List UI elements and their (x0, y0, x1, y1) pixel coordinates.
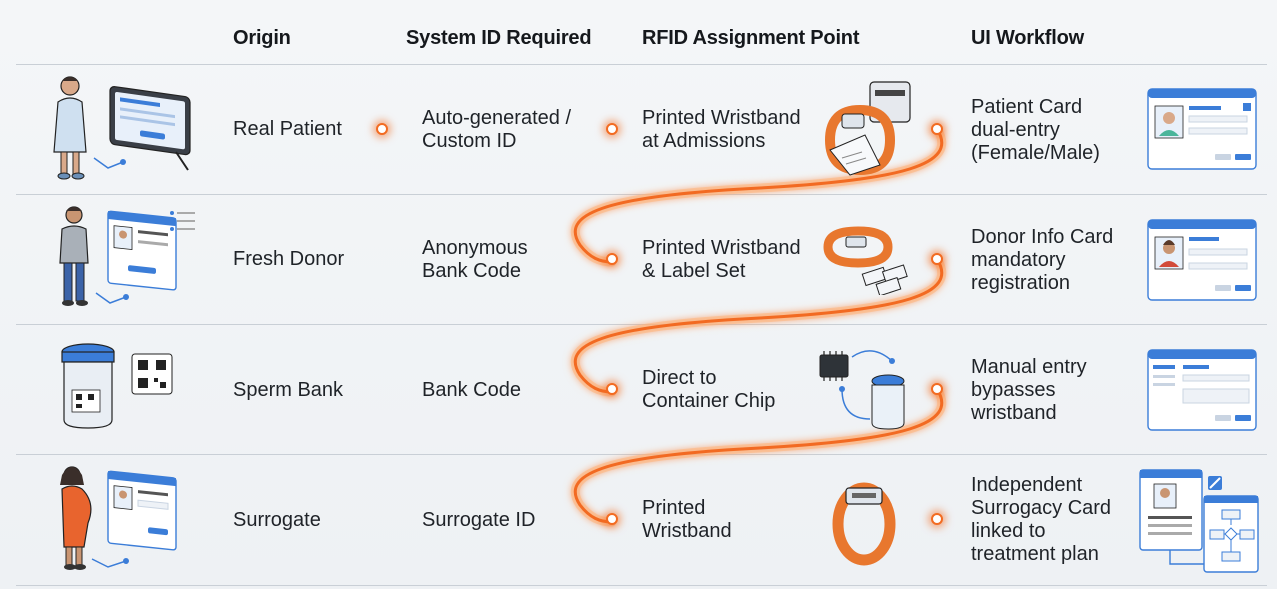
patient-with-tablet-icon (53, 76, 191, 180)
flow-dot (606, 253, 618, 265)
flow-dot (931, 123, 943, 135)
flow-dot (931, 513, 943, 525)
rfid-surrogate: Printed Wristband (642, 497, 732, 543)
ui-line: treatment plan (971, 543, 1099, 565)
origin-surrogate: Surrogate (233, 509, 321, 531)
header-rfid: RFID Assignment Point (642, 27, 860, 49)
flow-dot (606, 123, 618, 135)
rfid-sperm-bank: Direct to Container Chip (642, 367, 775, 413)
flow-dot (606, 513, 618, 525)
system-id-line: Bank Code (422, 379, 521, 401)
ui-line: Patient Card (971, 96, 1083, 118)
surrogate-with-screen-icon (60, 466, 177, 570)
flow-dot (931, 383, 943, 395)
wristband-label-set-icon (823, 226, 908, 295)
ui-real-patient: Patient Card dual-entry (Female/Male) (971, 96, 1100, 165)
flow-dot (606, 383, 618, 395)
wristband-icon (832, 482, 896, 566)
ui-line: dual-entry (971, 119, 1060, 141)
rfid-line: at Admissions (642, 130, 766, 152)
rfid-chip-container-icon (819, 350, 905, 430)
flow-dot (376, 123, 388, 135)
ui-line: Independent (971, 474, 1083, 496)
ui-line: linked to (971, 520, 1046, 542)
sample-container-qr-icon (61, 343, 173, 429)
surrogacy-card-treatment-plan-icon (1139, 469, 1259, 573)
ui-line: Surrogacy Card (971, 497, 1112, 519)
rfid-line: & Label Set (642, 260, 746, 282)
ui-line: Manual entry (971, 356, 1087, 378)
flow-dot (931, 253, 943, 265)
rfid-fresh-donor: Printed Wristband & Label Set (642, 237, 801, 283)
rfid-line: Printed Wristband (642, 237, 801, 259)
system-id-surrogate: Surrogate ID (422, 509, 535, 532)
ui-line: registration (971, 272, 1070, 294)
donor-info-card-window-icon (1147, 219, 1257, 301)
rfid-line: Container Chip (642, 390, 776, 412)
wristband-printer-icon (825, 81, 911, 176)
system-id-line: Bank Code (422, 260, 521, 282)
ui-line: mandatory (971, 249, 1066, 271)
system-id-line: Anonymous (422, 237, 528, 259)
row-real-patient (16, 64, 1267, 194)
system-id-line: Custom ID (422, 130, 517, 152)
ui-sperm-bank: Manual entry bypasses wristband (971, 356, 1087, 425)
ui-line: wristband (971, 402, 1057, 424)
system-id-real-patient: Auto-generated / Custom ID (422, 107, 571, 153)
system-id-fresh-donor: Anonymous Bank Code (422, 237, 528, 283)
donor-with-screen-icon (59, 206, 195, 306)
header-ui-workflow: UI Workflow (971, 27, 1084, 49)
system-id-sperm-bank: Bank Code (422, 379, 521, 402)
rfid-line: Wristband (642, 520, 732, 542)
ui-surrogate: Independent Surrogacy Card linked to tre… (971, 474, 1111, 566)
manual-entry-window-icon (1147, 349, 1257, 431)
ui-line: bypasses (971, 379, 1056, 401)
ui-line: Donor Info Card (971, 226, 1114, 248)
rfid-line: Direct to (642, 367, 717, 389)
ui-fresh-donor: Donor Info Card mandatory registration (971, 226, 1113, 295)
origin-fresh-donor: Fresh Donor (233, 248, 345, 270)
system-id-line: Auto-generated / (422, 107, 571, 129)
patient-card-window-icon (1147, 88, 1257, 170)
system-id-line: Surrogate ID (422, 509, 536, 531)
origin-sperm-bank: Sperm Bank (233, 379, 344, 401)
ui-line: (Female/Male) (971, 142, 1100, 164)
rfid-real-patient: Printed Wristband at Admissions (642, 107, 801, 153)
rfid-line: Printed (642, 497, 706, 519)
header-origin: Origin (233, 27, 291, 49)
rfid-line: Printed Wristband (642, 107, 801, 129)
origin-real-patient: Real Patient (233, 118, 342, 140)
header-system-id: System ID Required (406, 27, 592, 49)
